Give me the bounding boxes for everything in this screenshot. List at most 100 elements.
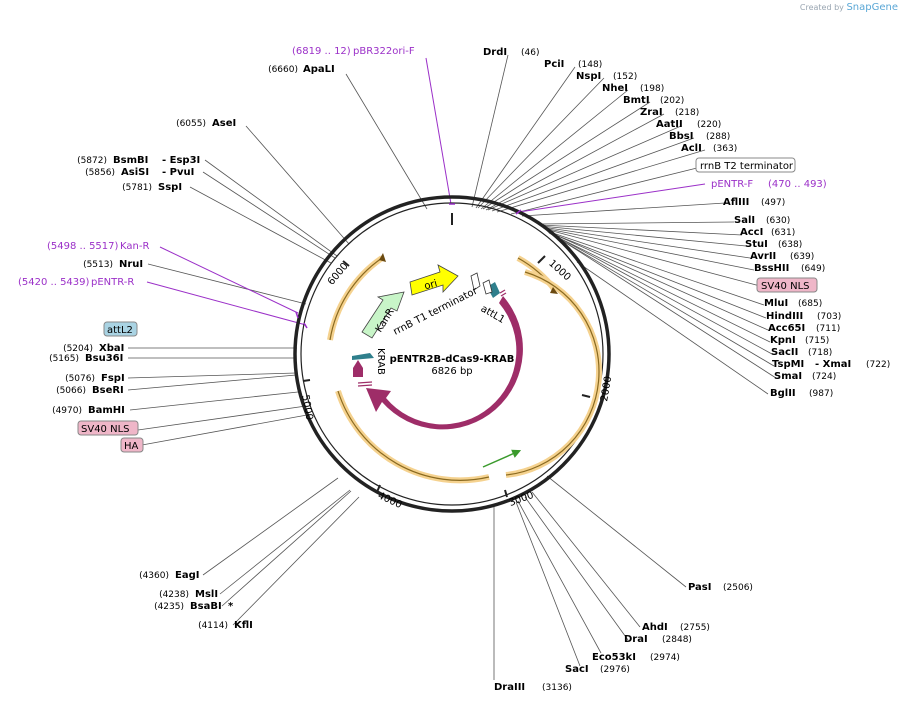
primer-range: (6819 .. 12) <box>292 46 351 57</box>
site-pos: (6660) <box>268 65 298 75</box>
primer-labels: (6819 .. 12) pBR322ori-F pENTR-F (470 ..… <box>18 46 827 288</box>
site-pos: (5856) <box>85 168 115 178</box>
site-name: - PvuI <box>162 167 194 178</box>
arrow-small <box>470 272 481 291</box>
site-name: AseI <box>212 118 236 129</box>
nls-marks <box>357 289 507 387</box>
attl2-feature <box>352 353 374 360</box>
site-name: * <box>228 601 234 612</box>
site-pos: (46) <box>521 48 539 58</box>
site-name: NruI <box>119 259 143 270</box>
site-pos: (631) <box>771 228 795 238</box>
site-name: TspMI <box>772 359 804 370</box>
snapgene-credit: Created by SnapGene <box>799 2 898 13</box>
snapgene-brand: SnapGene <box>846 2 898 13</box>
site-pos: (2974) <box>650 653 680 663</box>
site-name: Acc65I <box>768 323 805 334</box>
site-name: Eco53kI <box>592 652 636 663</box>
site-name: AclI <box>681 143 702 154</box>
site-pos: (685) <box>798 299 822 309</box>
site-name: - XmaI <box>815 359 851 370</box>
site-name: SmaI <box>774 371 802 382</box>
arrow-small <box>482 279 493 295</box>
sites-right: DrdI(46) PciI(148) NspI(152) NheI(198) B… <box>483 47 890 399</box>
site-name: AccI <box>740 227 763 238</box>
primer-name: pENTR-R <box>91 277 134 288</box>
site-pos: (5204) <box>63 344 93 354</box>
site-pos: (5165) <box>49 354 79 364</box>
rrnb-t1-label: rrnB T1 terminator <box>392 285 481 337</box>
site-name: DrdI <box>483 47 507 58</box>
site-name: AflIII <box>723 197 749 208</box>
ori-label: ori <box>423 278 438 292</box>
site-name: MslI <box>195 589 218 600</box>
site-name: StuI <box>745 239 768 250</box>
site-pos: (638) <box>778 240 802 250</box>
site-pos: (6055) <box>176 119 206 129</box>
site-name: PasI <box>688 582 711 593</box>
site-pos: (3136) <box>542 683 572 693</box>
site-name: SspI <box>158 182 182 193</box>
site-name: ZraI <box>640 107 663 118</box>
site-pos: (220) <box>697 120 721 130</box>
leader-lines <box>127 54 777 680</box>
site-pos: (649) <box>801 264 825 274</box>
site-pos: (5066) <box>56 386 86 396</box>
site-pos: (218) <box>675 108 699 118</box>
site-name: SacII <box>771 347 798 358</box>
rrnb-t2-label: rrnB T2 terminator <box>700 161 794 172</box>
site-pos: (5076) <box>65 374 95 384</box>
primer-marks <box>295 203 522 329</box>
sites-bottom: PasI(2506) AhdI(2755) DraI(2848) Eco53kI… <box>494 582 753 693</box>
ring-ticks <box>302 213 591 498</box>
site-name: BseRI <box>92 385 124 396</box>
attl2-label: attL2 <box>107 325 133 336</box>
tick-label-4000: 4000 <box>376 490 404 511</box>
site-pos: (198) <box>640 84 664 94</box>
site-name: XbaI <box>99 343 124 354</box>
site-pos: (363) <box>713 144 737 154</box>
sv40-nls-left-label: SV40 NLS <box>81 424 130 435</box>
primer-name: Kan-R <box>120 241 149 252</box>
sv40-nls-right-label: SV40 NLS <box>761 281 810 292</box>
primer-name: pENTR-F <box>711 179 753 190</box>
plasmid-name: pENTR2B-dCas9-KRAB <box>390 354 515 365</box>
site-name: ApaLI <box>303 64 335 75</box>
site-name: KpnI <box>770 335 796 346</box>
site-name: BmtI <box>623 95 650 106</box>
krab-feature <box>353 360 363 377</box>
site-name: BsaBI <box>190 601 222 612</box>
site-name: MluI <box>764 298 788 309</box>
site-pos: (630) <box>766 216 790 226</box>
site-pos: (5781) <box>122 183 152 193</box>
site-name: NheI <box>602 83 628 94</box>
primer-name: pBR322ori-F <box>353 46 415 57</box>
site-name: KflI <box>234 620 253 631</box>
site-name: NspI <box>576 71 601 82</box>
ori-feature <box>409 264 459 296</box>
site-pos: (2755) <box>680 623 710 633</box>
site-name: DraI <box>624 634 648 645</box>
ha-label: HA <box>124 441 139 452</box>
site-pos: (703) <box>817 312 841 322</box>
site-name: AsiSI <box>121 167 149 178</box>
site-pos: (5513) <box>83 260 113 270</box>
site-pos: (288) <box>706 132 730 142</box>
boxed-labels: rrnB T2 terminator SV40 NLS attL2 SV40 N… <box>77 157 818 453</box>
sites-left: (6660)ApaLI (6055)AseI (5872)BsmBI - Esp… <box>49 64 335 631</box>
site-pos: (5872) <box>77 156 107 166</box>
primer-range: (5498 .. 5517) <box>47 241 119 252</box>
site-pos: (711) <box>816 324 840 334</box>
cas9-orf-arc <box>505 269 603 478</box>
site-name: AhdI <box>642 622 668 633</box>
kanr-feature <box>361 291 405 339</box>
site-name: BamHI <box>88 405 125 416</box>
krab-label: KRAB <box>375 348 386 375</box>
tick-label-1000: 1000 <box>546 258 572 283</box>
site-name: BbsI <box>669 131 693 142</box>
site-pos: (722) <box>866 360 890 370</box>
orf-arrowhead <box>379 253 386 262</box>
site-pos: (2506) <box>723 583 753 593</box>
site-pos: (639) <box>790 252 814 262</box>
